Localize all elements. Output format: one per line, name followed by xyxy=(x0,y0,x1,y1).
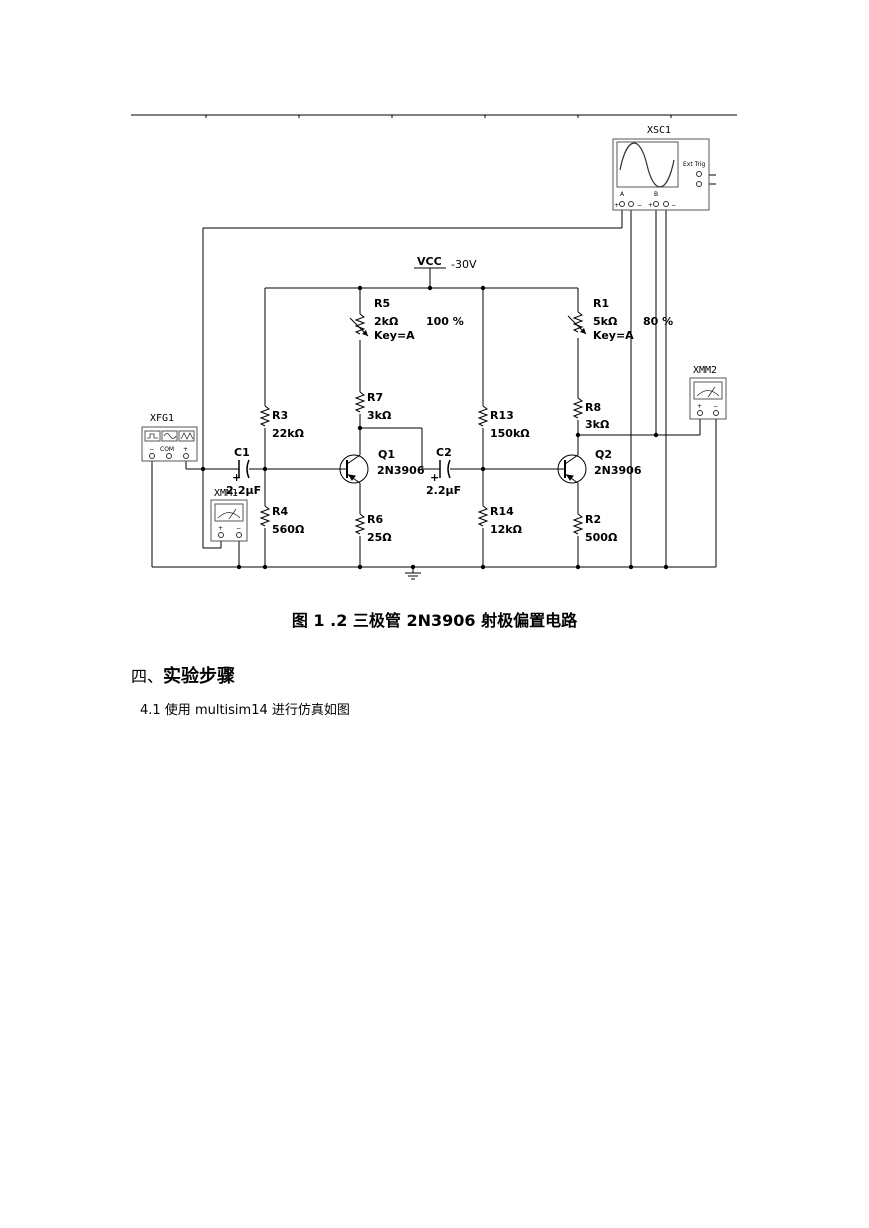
svg-text:A: A xyxy=(620,191,625,198)
svg-text:Key=A: Key=A xyxy=(374,329,415,342)
svg-text:+: + xyxy=(183,446,188,453)
svg-text:XMM1: XMM1 xyxy=(214,488,238,499)
step-text: 4.1 使用 multisim14 进行仿真如图 xyxy=(140,703,350,718)
svg-text:−: − xyxy=(637,202,642,209)
transistor-q1: Q1 2N3906 xyxy=(339,448,425,484)
sine-wave-small-icon xyxy=(163,433,177,439)
svg-text:C1: C1 xyxy=(234,446,250,459)
svg-text:R4: R4 xyxy=(272,505,288,518)
function-generator-xfg1: XFG1 − COM + xyxy=(141,413,198,462)
section-number: 四、 xyxy=(131,667,164,686)
svg-text:2.2µF: 2.2µF xyxy=(226,484,261,497)
svg-text:R5: R5 xyxy=(374,297,390,310)
resistor-r7: R7 3kΩ xyxy=(355,391,392,422)
svg-text:Ext Trig: Ext Trig xyxy=(683,161,706,168)
capacitor-c1: C1 + 2.2µF xyxy=(226,446,261,497)
svg-text:R13: R13 xyxy=(490,409,514,422)
section-title: 实验步骤 xyxy=(163,666,236,687)
square-wave-icon xyxy=(147,433,158,439)
svg-text:+: + xyxy=(648,202,653,209)
svg-text:25Ω: 25Ω xyxy=(367,531,392,544)
svg-text:+: + xyxy=(697,403,702,410)
svg-text:R6: R6 xyxy=(367,513,383,526)
svg-text:500Ω: 500Ω xyxy=(585,531,618,544)
junctions xyxy=(200,285,669,570)
svg-text:12kΩ: 12kΩ xyxy=(490,523,523,536)
potentiometer-r5: R5 2kΩ Key=A 100 % xyxy=(349,297,464,342)
svg-text:2N3906: 2N3906 xyxy=(594,464,642,477)
svg-text:COM: COM xyxy=(160,446,174,453)
svg-text:2N3906: 2N3906 xyxy=(377,464,425,477)
svg-text:+: + xyxy=(614,202,619,209)
svg-text:Q2: Q2 xyxy=(595,448,612,461)
svg-text:3kΩ: 3kΩ xyxy=(585,418,610,431)
svg-text:R7: R7 xyxy=(367,391,383,404)
triangle-wave-icon xyxy=(180,432,194,440)
header-rule xyxy=(131,114,737,118)
svg-text:2kΩ: 2kΩ xyxy=(374,315,399,328)
multimeter-xmm1: + − XMM1 xyxy=(210,488,248,542)
multimeter-xmm2: XMM2 + − xyxy=(689,365,727,420)
svg-text:R14: R14 xyxy=(490,505,514,518)
svg-text:100 %: 100 % xyxy=(426,315,464,328)
section-heading: 四、实验步骤 xyxy=(131,662,235,688)
svg-text:Key=A: Key=A xyxy=(593,329,634,342)
resistor-r14: R14 12kΩ xyxy=(478,505,523,536)
oscilloscope-xsc1: XSC1 Ext Trig A B + − + − xyxy=(612,125,710,211)
svg-text:−: − xyxy=(713,403,718,410)
svg-text:XFG1: XFG1 xyxy=(150,413,174,424)
figure-caption: 图 1 .2 三极管 2N3906 射极偏置电路 xyxy=(291,611,578,630)
resistor-r8: R8 3kΩ xyxy=(573,397,610,431)
sine-wave-icon xyxy=(619,142,675,188)
vcc-source: VCC -30V xyxy=(414,255,477,271)
transistor-q2: Q2 2N3906 xyxy=(557,448,642,484)
svg-text:R3: R3 xyxy=(272,409,288,422)
svg-text:+: + xyxy=(430,471,439,484)
svg-text:150kΩ: 150kΩ xyxy=(490,427,530,440)
svg-text:−: − xyxy=(671,202,676,209)
svg-text:Q1: Q1 xyxy=(378,448,395,461)
svg-text:R2: R2 xyxy=(585,513,601,526)
svg-text:C2: C2 xyxy=(436,446,452,459)
resistor-r3: R3 22kΩ xyxy=(260,405,305,440)
capacitor-c2: C2 + 2.2µF xyxy=(426,446,461,497)
svg-text:560Ω: 560Ω xyxy=(272,523,305,536)
svg-text:2.2µF: 2.2µF xyxy=(426,484,461,497)
svg-text:80 %: 80 % xyxy=(643,315,673,328)
svg-text:+: + xyxy=(218,525,223,532)
svg-text:R1: R1 xyxy=(593,297,609,310)
resistor-r13: R13 150kΩ xyxy=(478,405,530,440)
resistor-r2: R2 500Ω xyxy=(573,513,618,544)
resistor-r4: R4 560Ω xyxy=(260,505,305,536)
resistor-r6: R6 25Ω xyxy=(355,513,392,544)
svg-text:-30V: -30V xyxy=(451,258,477,271)
svg-text:22kΩ: 22kΩ xyxy=(272,427,305,440)
circuit-diagram: VCC -30V R3 22kΩ R4 560Ω R7 3kΩ R6 25Ω R… xyxy=(131,114,737,580)
svg-text:B: B xyxy=(654,191,658,198)
svg-text:+: + xyxy=(232,471,241,484)
svg-text:XMM2: XMM2 xyxy=(693,365,717,376)
svg-text:XSC1: XSC1 xyxy=(647,125,671,136)
svg-text:R8: R8 xyxy=(585,401,601,414)
svg-text:−: − xyxy=(236,525,241,532)
svg-text:3kΩ: 3kΩ xyxy=(367,409,392,422)
svg-text:5kΩ: 5kΩ xyxy=(593,315,618,328)
potentiometer-r1: R1 5kΩ Key=A 80 % xyxy=(567,297,673,342)
svg-text:VCC: VCC xyxy=(417,255,442,268)
ground-symbol xyxy=(405,572,421,580)
svg-text:−: − xyxy=(149,446,154,453)
